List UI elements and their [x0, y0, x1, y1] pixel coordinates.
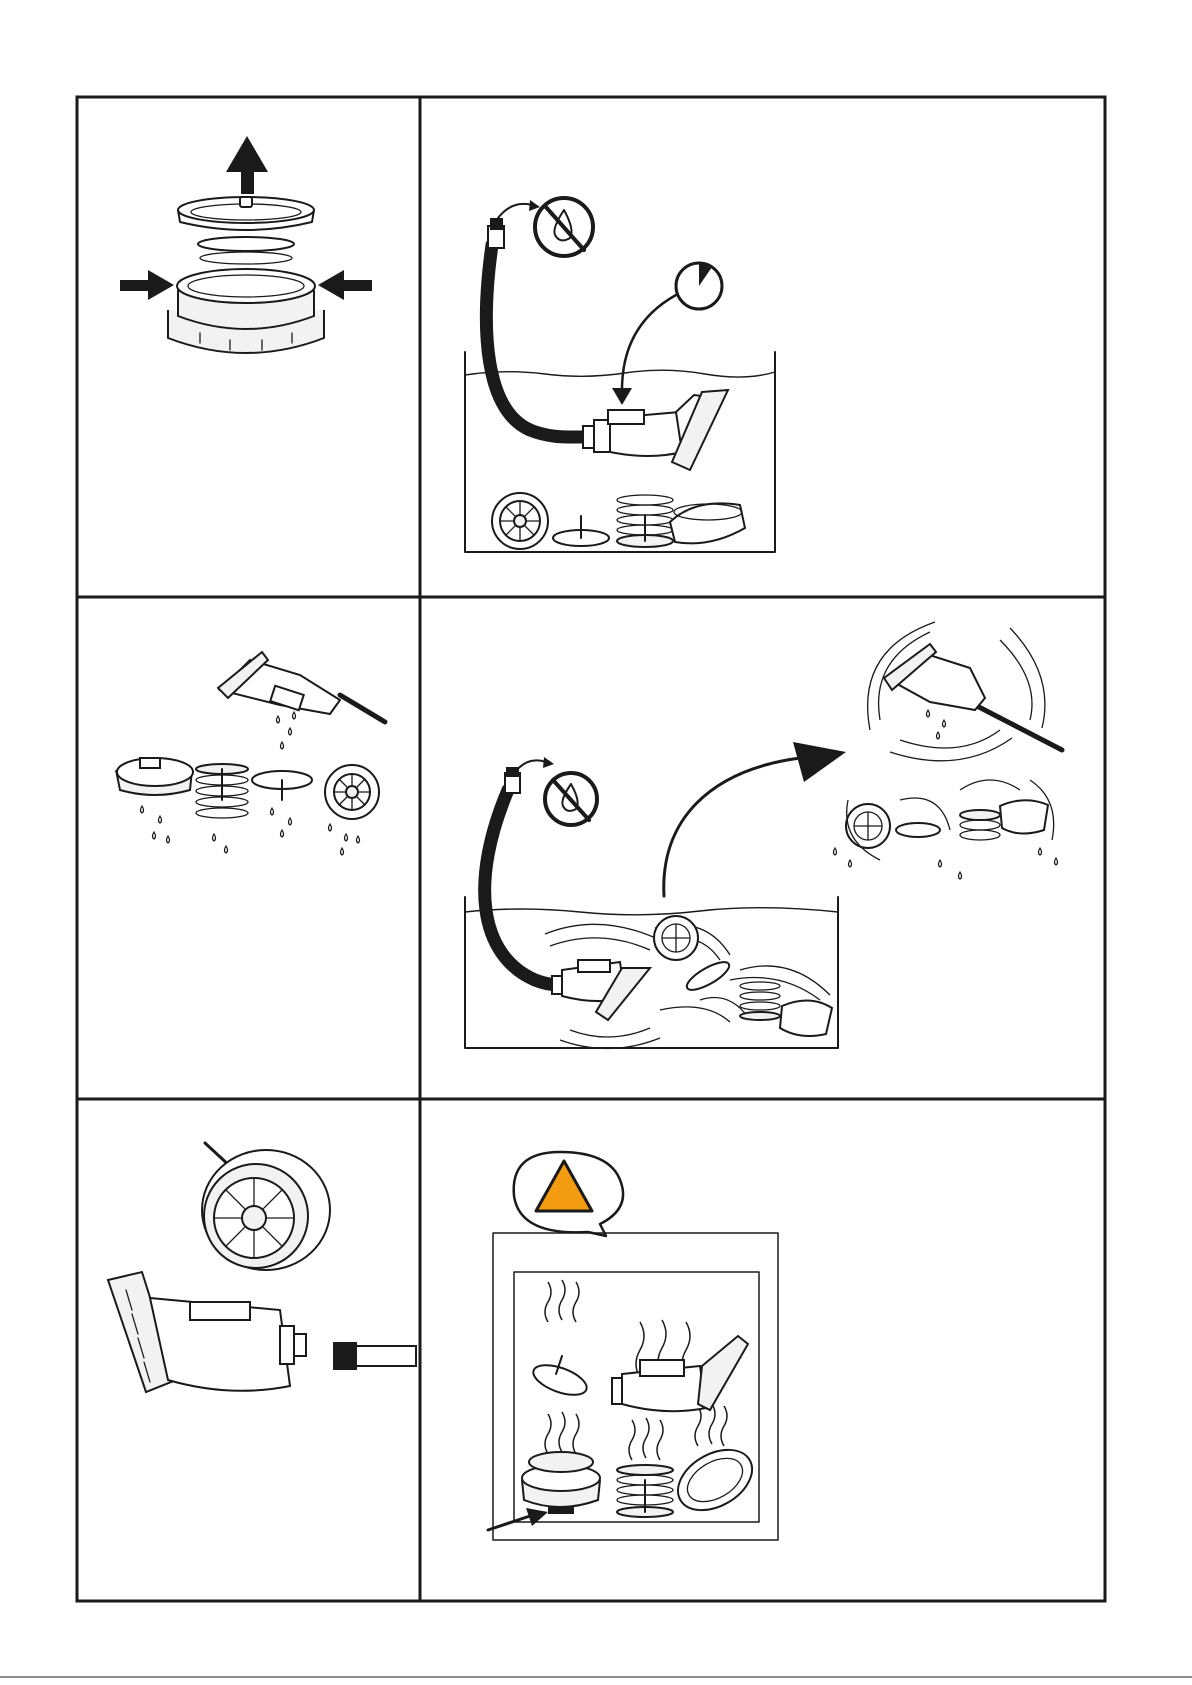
pump-body-3 — [108, 1272, 306, 1392]
pump-assembly — [218, 652, 385, 722]
strainer-2 — [780, 1000, 832, 1036]
heated-valve-disc — [530, 1356, 591, 1401]
spring-drip — [196, 764, 248, 853]
strainer-cap — [178, 197, 314, 230]
warning-bubble — [514, 1152, 623, 1236]
big-curved-arrow-icon — [664, 742, 846, 896]
valve-disc-drip — [252, 771, 312, 837]
heated-pump-body — [612, 1336, 748, 1411]
arrow-up-icon — [226, 136, 268, 194]
arrow-left-icon — [318, 270, 372, 300]
spring-2 — [740, 982, 780, 1020]
o-ring — [198, 237, 294, 251]
panel-strainer-disassembly — [120, 136, 372, 353]
no-water-icon — [535, 198, 593, 256]
strainer-housing-drip — [116, 758, 193, 843]
valve-disc — [553, 516, 609, 546]
timer-icon — [676, 263, 722, 309]
impeller-drip — [325, 765, 379, 855]
hose-2 — [485, 790, 560, 985]
pump-shaking — [884, 644, 1062, 750]
arrow-right-icon — [120, 270, 174, 300]
panel-drying-parts — [116, 652, 385, 855]
panel-shake-dry — [465, 622, 1062, 1049]
water-surface-2 — [465, 908, 838, 915]
strainer-body — [168, 269, 324, 353]
pump-body — [583, 390, 728, 470]
panel-warning-no-heat — [488, 1152, 778, 1540]
hose-end — [333, 1342, 416, 1370]
panel-reassemble — [108, 1143, 416, 1392]
pump-body-2 — [552, 960, 650, 1020]
impeller-part — [492, 493, 548, 549]
timer-arrow — [622, 295, 676, 390]
water-surface — [465, 370, 775, 377]
water-drop-icon — [277, 712, 296, 749]
pointer-arrow-icon-2 — [488, 1508, 548, 1530]
arrow-curved-icon — [498, 204, 532, 218]
strainer-housing — [670, 503, 745, 543]
heated-strainer-cap — [667, 1437, 762, 1522]
heated-strainer — [522, 1452, 600, 1514]
heated-spring — [617, 1465, 673, 1517]
hose — [486, 245, 585, 437]
parts-shaking — [834, 780, 1058, 879]
warning-triangle-icon — [536, 1161, 592, 1211]
no-water-icon-2 — [545, 773, 597, 825]
spring-part — [617, 495, 673, 547]
spring-ring — [200, 252, 292, 264]
water-drop-icon-2 — [927, 710, 946, 739]
impeller-wheel — [202, 1150, 330, 1270]
panel-soak-parts — [465, 198, 775, 552]
valve-disc-2 — [683, 957, 733, 995]
impeller-2 — [654, 916, 698, 960]
